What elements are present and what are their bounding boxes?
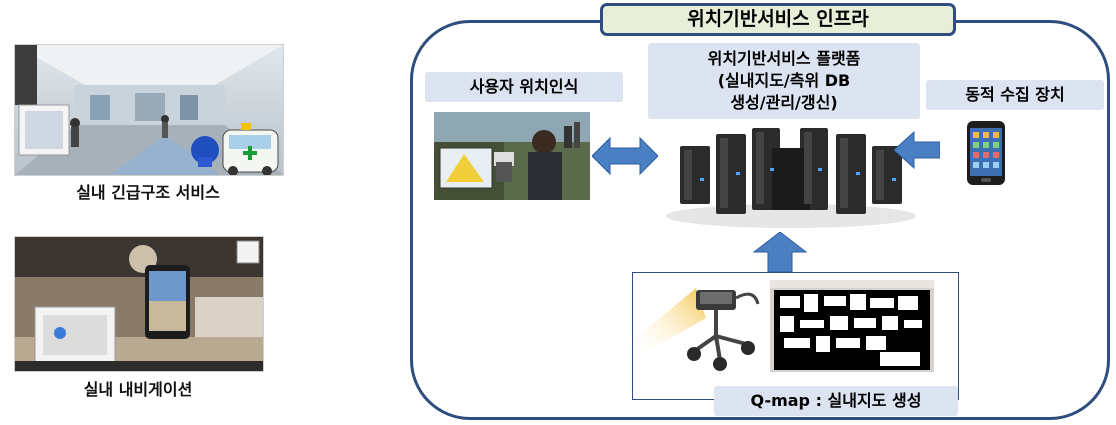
smartphone-image (966, 120, 1006, 186)
bidirectional-arrow-icon (592, 136, 658, 176)
platform-label: 위치기반서비스 플랫폼 (실내지도/측위 DB 생성/관리/갱신) (648, 43, 920, 119)
qmap-label: Q-map : 실내지도 생성 (714, 386, 958, 416)
user-location-label: 사용자 위치인식 (425, 72, 623, 102)
emergency-rescue-caption: 실내 긴급구조 서비스 (76, 183, 220, 202)
platform-label-line3: 생성/관리/갱신) (730, 93, 838, 112)
qmap-device-image (636, 278, 766, 372)
indoor-navigation-image (14, 236, 264, 372)
left-arrow-icon (894, 130, 940, 170)
indoor-navigation-caption: 실내 내비게이션 (83, 380, 193, 399)
qmap-floorplan-image (770, 280, 934, 372)
platform-label-line1: 위치기반서비스 플랫폼 (707, 49, 861, 68)
up-arrow-icon (752, 232, 808, 272)
server-cluster-image (660, 128, 922, 230)
platform-label-line2: (실내지도/측위 DB (717, 71, 851, 90)
emergency-rescue-image (14, 44, 284, 176)
dynamic-collector-label: 동적 수집 장치 (926, 80, 1104, 110)
user-location-image (434, 112, 590, 200)
infrastructure-title: 위치기반서비스 인프라 (600, 3, 956, 36)
